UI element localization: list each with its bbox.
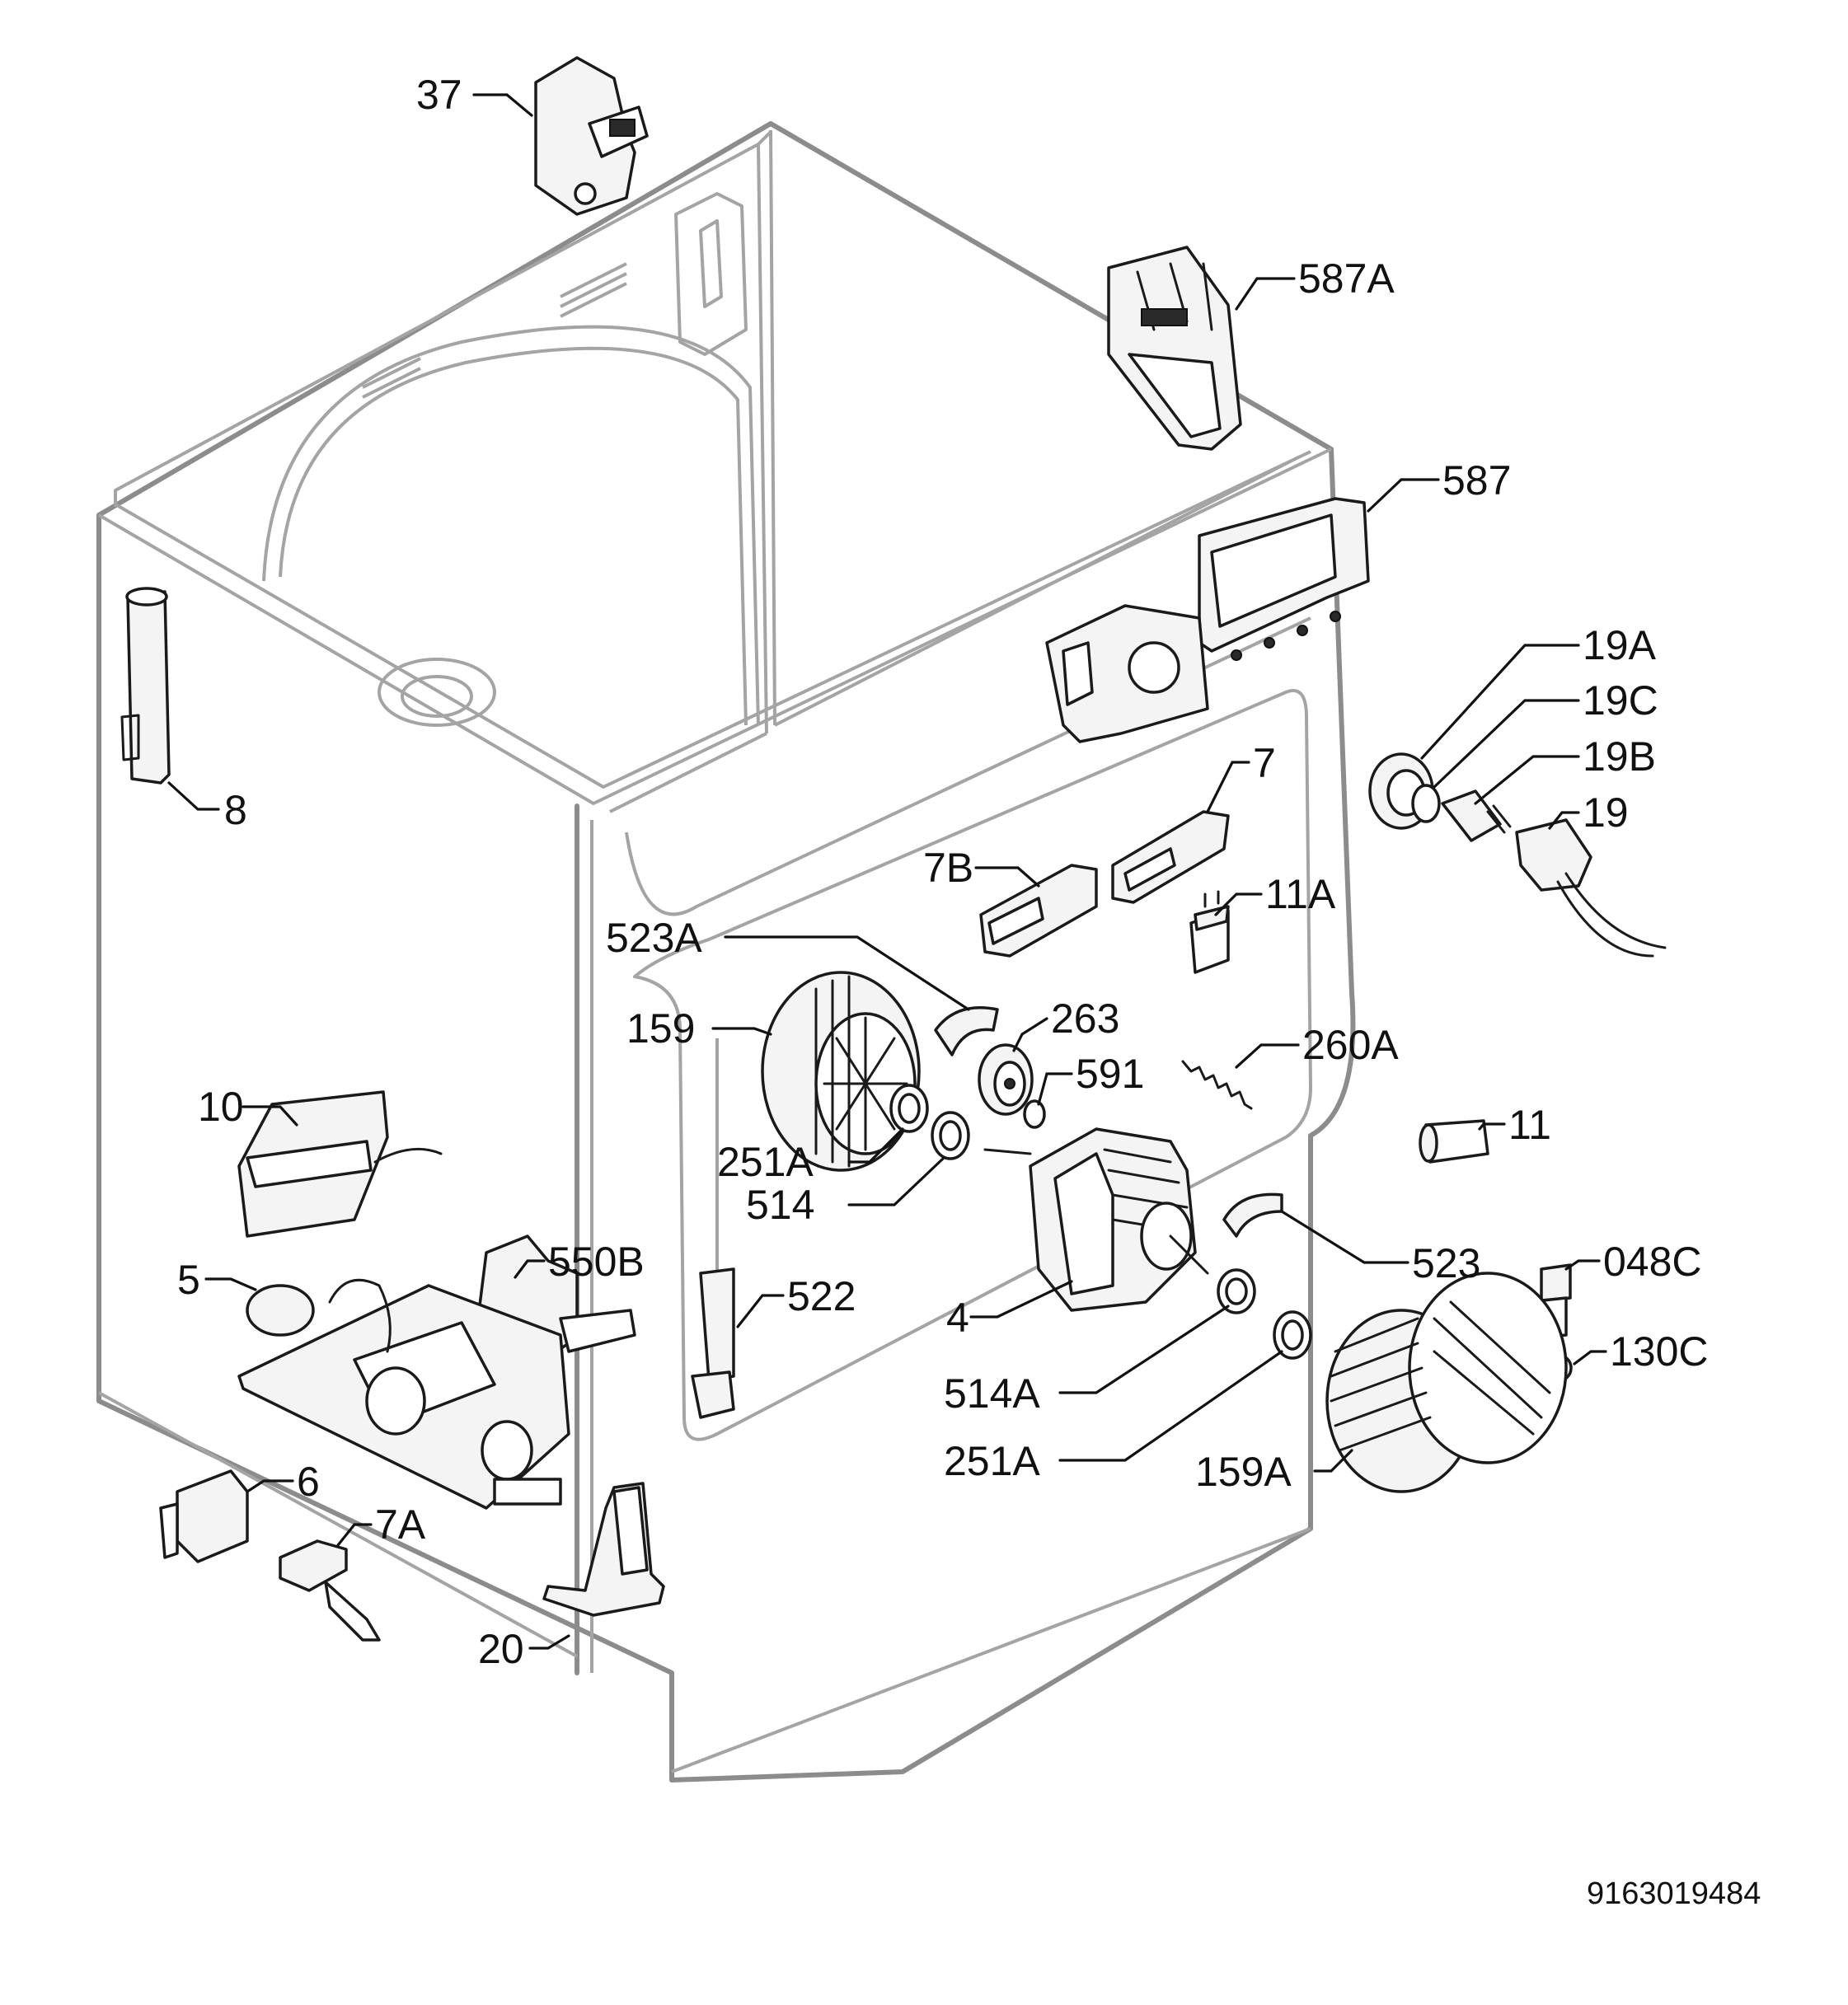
label-11: 11 xyxy=(1508,1102,1551,1148)
part-19-lamp-holder xyxy=(1515,818,1667,958)
label-523: 523 xyxy=(1412,1240,1480,1286)
label-130C: 130C xyxy=(1610,1328,1709,1375)
part-37-door-lock xyxy=(534,56,649,216)
part-labels: 37 587A 587 8 19A 19C 19B 19 7 7B 11A 52… xyxy=(177,72,1761,1911)
label-587: 587 xyxy=(1442,457,1511,504)
part-8-filter-tube xyxy=(120,587,171,785)
part-514-ring xyxy=(931,1111,970,1160)
label-19C: 19C xyxy=(1583,677,1658,724)
part-514A-ring xyxy=(1217,1268,1256,1314)
label-550B: 550B xyxy=(548,1239,645,1285)
part-11-capacitor xyxy=(1419,1119,1489,1164)
label-260A: 260A xyxy=(1302,1022,1399,1068)
label-19: 19 xyxy=(1583,789,1629,836)
part-7B-switch xyxy=(979,864,1098,958)
part-522-switch xyxy=(691,1267,735,1419)
label-11A: 11A xyxy=(1265,871,1336,917)
label-587A: 587A xyxy=(1298,255,1395,302)
part-5-pump-assembly xyxy=(237,1278,570,1510)
label-19B: 19B xyxy=(1583,733,1656,780)
label-7: 7 xyxy=(1253,740,1276,786)
label-591: 591 xyxy=(1076,1051,1144,1097)
part-11A-capacitor xyxy=(1189,890,1230,974)
label-4: 4 xyxy=(946,1295,969,1341)
label-6: 6 xyxy=(297,1459,320,1505)
label-8: 8 xyxy=(224,787,247,833)
label-7A: 7A xyxy=(375,1501,426,1548)
label-523A: 523A xyxy=(606,915,702,961)
part-263-pulley xyxy=(978,1043,1034,1116)
drawing-number: 9163019484 xyxy=(1587,1876,1761,1911)
label-7B: 7B xyxy=(923,845,973,891)
part-260A-spring xyxy=(1181,1060,1253,1110)
label-263: 263 xyxy=(1051,995,1119,1042)
part-251A-ring-top xyxy=(889,1084,929,1133)
part-10-heater-unit xyxy=(237,1090,443,1238)
part-159-fan-wheel xyxy=(761,971,921,1172)
label-159: 159 xyxy=(626,1005,695,1052)
part-523-bearing-bracket xyxy=(1222,1192,1283,1238)
label-10: 10 xyxy=(198,1084,244,1130)
label-251A-bottom: 251A xyxy=(944,1438,1040,1484)
label-048C: 048C xyxy=(1603,1239,1702,1285)
part-251A-ring-bottom xyxy=(1273,1310,1312,1360)
part-587-control-panel xyxy=(1045,497,1370,743)
label-37: 37 xyxy=(416,72,462,118)
label-514: 514 xyxy=(746,1182,814,1228)
part-6-solenoid-valve xyxy=(159,1469,249,1563)
part-587A-control-module xyxy=(1107,246,1242,451)
part-591-washer xyxy=(1023,1099,1046,1129)
label-159A: 159A xyxy=(1195,1449,1292,1495)
label-251A-top: 251A xyxy=(717,1139,814,1185)
part-7-door-switch xyxy=(1111,810,1230,904)
leader-lines xyxy=(167,93,1607,1650)
part-20-door-lever xyxy=(542,1482,665,1617)
part-19B-lamp-bulb xyxy=(1441,789,1512,842)
label-5: 5 xyxy=(177,1257,200,1303)
part-523A-bearing-bracket xyxy=(934,1006,999,1056)
part-4-motor xyxy=(983,1127,1209,1312)
label-514A: 514A xyxy=(944,1370,1040,1417)
part-159A-fan-wheel xyxy=(1325,1272,1568,1493)
part-19C-seal-ring xyxy=(1411,784,1441,823)
label-522: 522 xyxy=(787,1273,856,1319)
part-7A-microswitch xyxy=(279,1539,381,1642)
label-19A: 19A xyxy=(1583,622,1657,668)
label-20: 20 xyxy=(478,1626,524,1672)
